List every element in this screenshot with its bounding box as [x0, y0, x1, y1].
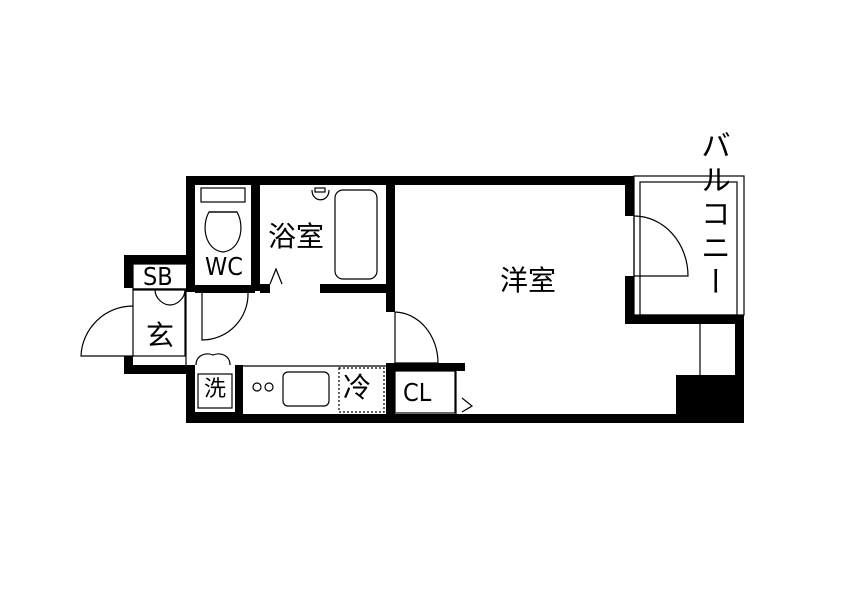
washer-label: 洗: [204, 377, 227, 402]
entrance-label: 玄: [146, 319, 175, 352]
shoe-box-label: SB: [143, 262, 173, 291]
wc-label: WC: [205, 252, 243, 281]
bath-label: 浴室: [268, 220, 325, 253]
fixtures: [80, 175, 745, 414]
fridge-label: 冷: [343, 371, 372, 404]
closet-label: CL: [403, 378, 432, 407]
walls: [124, 176, 744, 423]
balcony-label: バルコニー: [695, 130, 730, 300]
western-room-label: 洋室: [500, 264, 557, 297]
